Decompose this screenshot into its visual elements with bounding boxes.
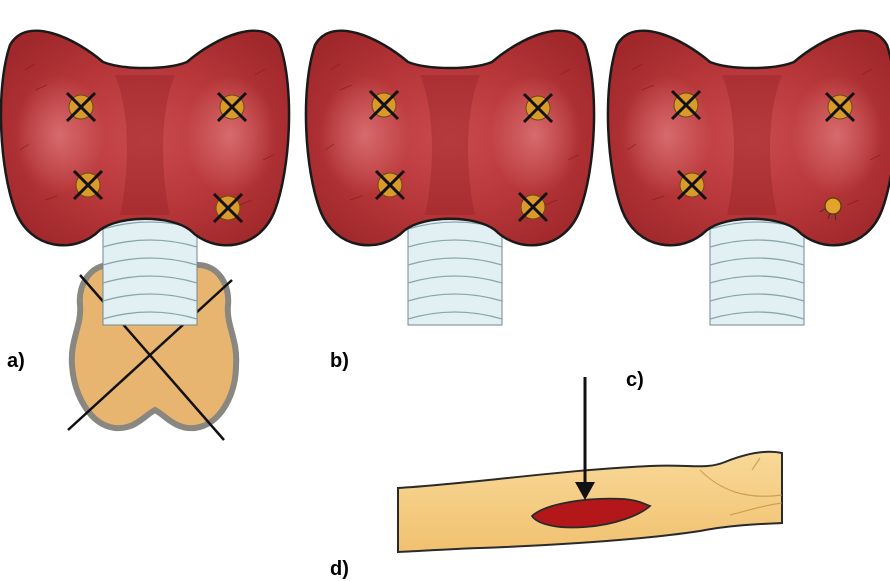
thyroid-gland [1,31,289,246]
panel-b [306,31,594,325]
parathyroid-upper-right [826,93,854,121]
parathyroid-upper-left [672,91,700,119]
parathyroid-upper-left [370,91,398,119]
parathyroid-upper-right [524,94,552,122]
label-d: d) [330,558,349,581]
parathyroid-lower-left [678,171,706,199]
thyroid-gland [306,31,594,246]
parathyroid-lower-left [74,171,102,199]
panel-c [608,31,890,325]
parathyroid-lower-right [214,194,242,222]
label-b: b) [330,350,349,373]
panel-a [1,31,289,440]
panel-d [398,377,782,552]
parathyroid-lower-left [376,171,404,199]
label-a: a) [7,350,25,373]
parathyroid-upper-left [67,93,95,121]
parathyroid-lower-right [519,193,547,221]
label-c: c) [626,369,644,392]
parathyroid-upper-right [218,93,246,121]
thyroid-gland [608,31,890,246]
